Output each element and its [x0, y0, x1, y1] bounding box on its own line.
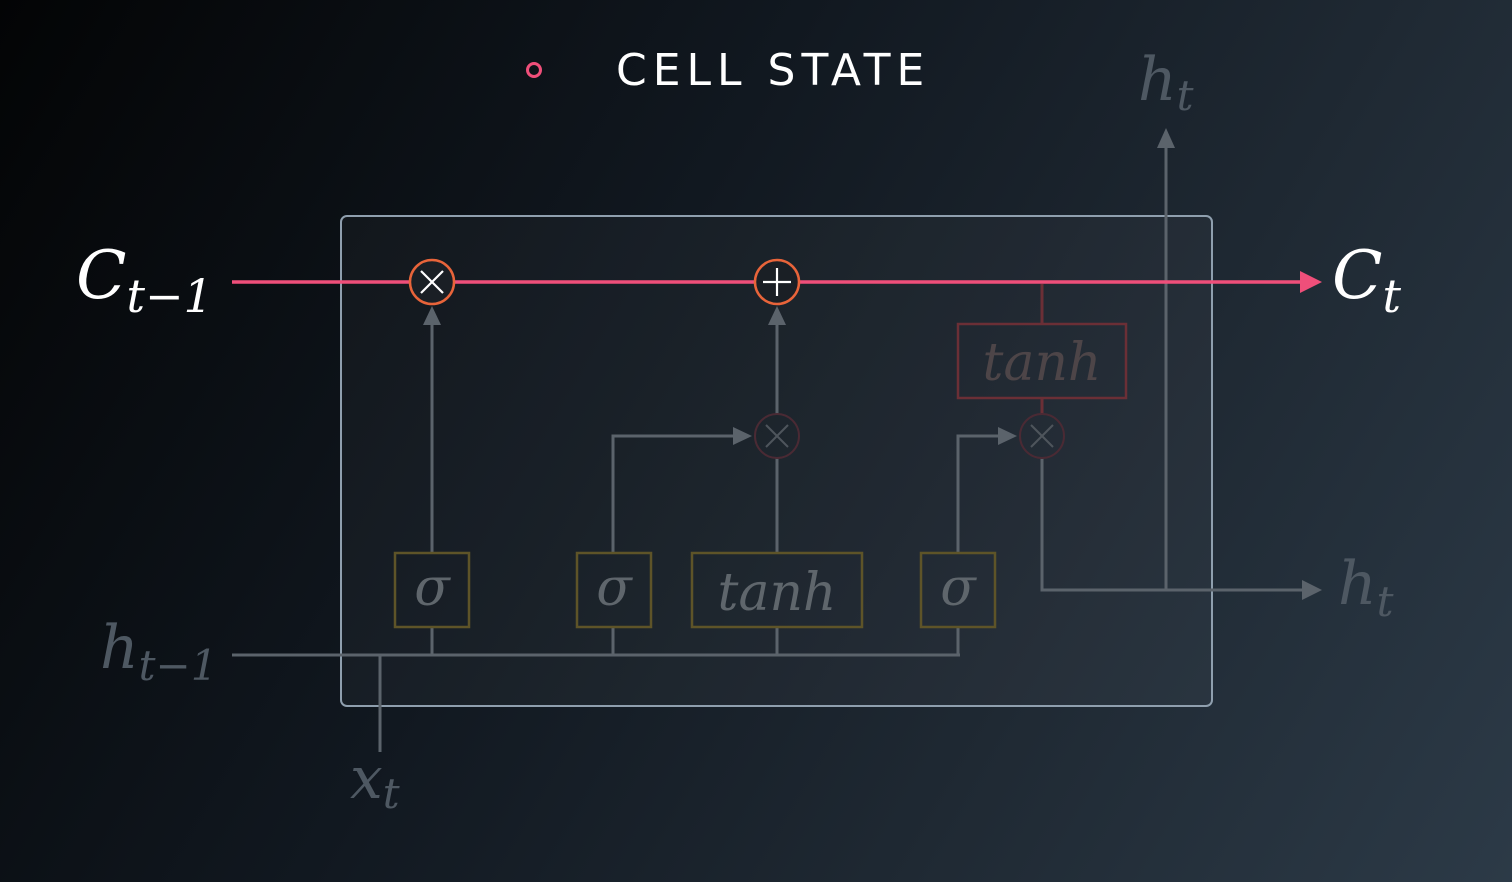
input-gate-arrowhead [733, 427, 752, 445]
output-gate-output [956, 434, 1005, 553]
hidden-up-arrowhead [1157, 128, 1175, 148]
hidden-output-line [1040, 458, 1306, 592]
forget-arrowhead [423, 306, 441, 325]
output-gate-arrowhead [998, 427, 1017, 445]
forget-gate-label: σ [414, 558, 451, 618]
forget-gate: σ [393, 551, 471, 629]
title-row: CELL STATE [526, 42, 930, 98]
c-next-label: Ct [1332, 237, 1402, 323]
cell-tanh: tanh [956, 322, 1128, 400]
candidate-gate: tanh [690, 551, 864, 629]
forget-multiply-operator [408, 258, 456, 306]
output-multiply-operator [1019, 413, 1065, 459]
add-arrowhead [768, 306, 786, 325]
input-multiply-operator [754, 413, 800, 459]
h-out-right-label: ht [1338, 549, 1394, 626]
add-operator [753, 258, 801, 306]
cell-tanh-label: tanh [983, 333, 1102, 393]
hidden-right-arrowhead [1302, 580, 1322, 600]
c-prev-label: Ct−1 [76, 237, 213, 323]
cell-state-arrowhead [1300, 271, 1322, 293]
x-input-label: xt [350, 744, 400, 818]
bullet-icon [526, 62, 542, 78]
input-gate-label: σ [596, 558, 633, 618]
output-gate: σ [919, 551, 997, 629]
cell-frame [340, 215, 1213, 707]
h-prev-label: ht−1 [100, 613, 217, 690]
h-out-top-label: ht [1138, 45, 1194, 120]
candidate-gate-label: tanh [718, 563, 837, 623]
input-gate-output [611, 434, 740, 553]
input-gate: σ [575, 551, 653, 629]
output-gate-label: σ [940, 558, 977, 618]
slide-title: CELL STATE [616, 44, 931, 96]
